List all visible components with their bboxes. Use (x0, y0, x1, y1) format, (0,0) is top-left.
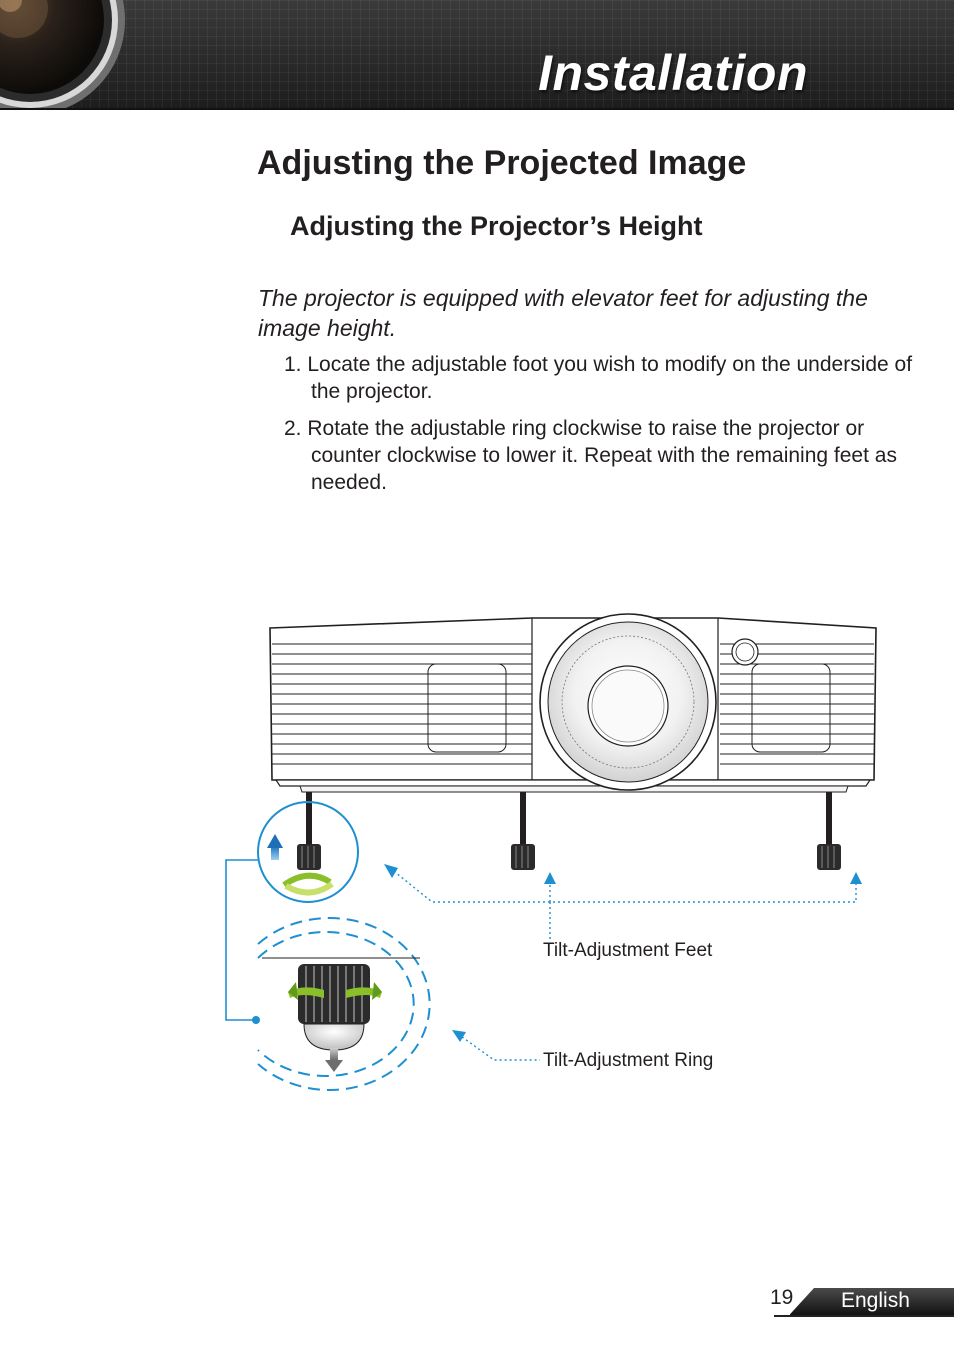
header-rule (0, 108, 954, 110)
label-tilt-adjustment-feet: Tilt-Adjustment Feet (543, 940, 713, 961)
label-tilt-adjustment-ring: Tilt-Adjustment Ring (543, 1050, 714, 1071)
intro-paragraph: The projector is equipped with elevator … (258, 285, 868, 341)
callout-connector (225, 859, 258, 1021)
chapter-title: Installation (538, 45, 808, 101)
projector-figure (225, 613, 877, 1091)
lens-decoration-icon (0, 0, 125, 110)
subsection-title: Adjusting the Projector’s Height (290, 211, 703, 241)
footer-language: English (841, 1289, 910, 1312)
rear-right-foot (817, 792, 841, 870)
arrowhead-icon (452, 1030, 466, 1042)
projector-lens-icon (539, 613, 717, 791)
step-2: 2. Rotate the adjustable ring clockwise … (284, 417, 897, 494)
footer-underline (774, 1315, 954, 1317)
connector-dot (252, 1016, 260, 1024)
section-title: Adjusting the Projected Image (257, 144, 747, 182)
front-center-foot (511, 792, 535, 870)
feet-leader-lines (389, 867, 857, 940)
footer-bar (790, 1288, 954, 1316)
page-number: 19 (770, 1286, 794, 1309)
chapter-header: Installation (0, 0, 954, 110)
header-texture (0, 0, 954, 110)
arrowhead-icon (850, 872, 862, 884)
arrowhead-icon (544, 872, 556, 884)
front-left-foot (297, 792, 321, 870)
arrowhead-icon (384, 864, 398, 878)
ring-callout (257, 917, 431, 1091)
step-1: 1. Locate the adjustable foot you wish t… (284, 353, 913, 403)
foot-callout (257, 801, 359, 903)
ring-leader-line (457, 1033, 540, 1061)
